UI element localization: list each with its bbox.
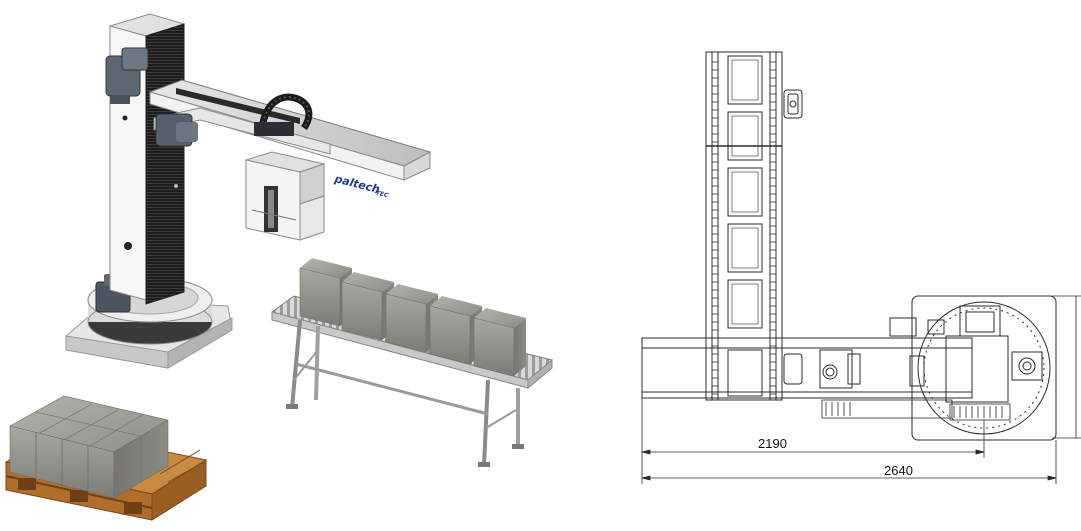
palletizer-render: paltech -TEC	[4, 13, 554, 521]
column-motor	[105, 47, 149, 104]
arm-motor	[155, 113, 198, 147]
dimension-lines	[641, 295, 1081, 484]
dimension-2190-label: 2190	[758, 436, 787, 451]
top-view-drawing	[641, 51, 1081, 484]
gripper	[244, 151, 326, 241]
arm-top-view	[641, 337, 973, 399]
dimension-2640-label: 2640	[884, 463, 913, 478]
brand-suffix: -TEC	[374, 189, 390, 199]
pallet-boxes	[9, 395, 169, 499]
conveyor-boxes	[299, 258, 526, 377]
infeed-boxes	[727, 55, 763, 397]
arm-brand: paltech -TEC	[332, 172, 389, 199]
infeed-motor	[783, 89, 803, 119]
turntable-top-view	[889, 295, 1057, 441]
infeed-rollers	[712, 61, 776, 395]
belt-detail	[821, 399, 1011, 421]
conveyor-box	[473, 308, 526, 377]
cable-chain	[254, 93, 313, 136]
